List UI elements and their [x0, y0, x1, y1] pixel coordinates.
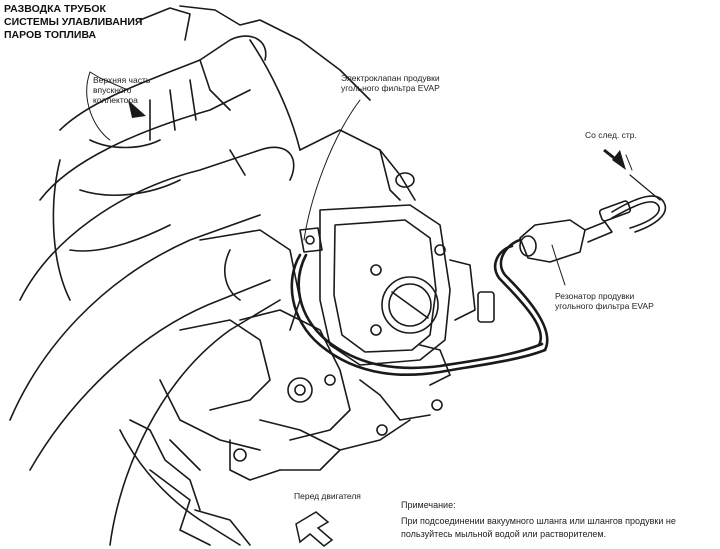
continued-label: Со след. стр.	[585, 130, 637, 140]
arrow-icon	[128, 100, 626, 170]
engine-front-arrow-icon	[295, 511, 334, 547]
intake-runners	[9, 5, 371, 546]
note-text: При подсоединении вакуумного шланга или …	[401, 516, 676, 539]
upper-manifold-label: Верхняя часть впускного коллектора	[93, 75, 151, 105]
note-heading: Примечание:	[401, 500, 456, 510]
leader-lines	[86, 71, 633, 286]
diagram-title: РАЗВОДКА ТРУБОК СИСТЕМЫ УЛАВЛИВАНИЯ ПАРО…	[4, 3, 143, 41]
evap-resonator-label: Резонатор продувки угольного фильтра EVA…	[555, 291, 654, 311]
engine-block	[149, 129, 443, 546]
evap-hose	[290, 238, 549, 376]
evap-resonator	[519, 174, 667, 263]
throttle-body	[299, 204, 495, 386]
engine-front-label: Перед двигателя	[294, 491, 361, 501]
evap-purge-valve-label: Электроклапан продувки угольного фильтра…	[341, 73, 440, 93]
